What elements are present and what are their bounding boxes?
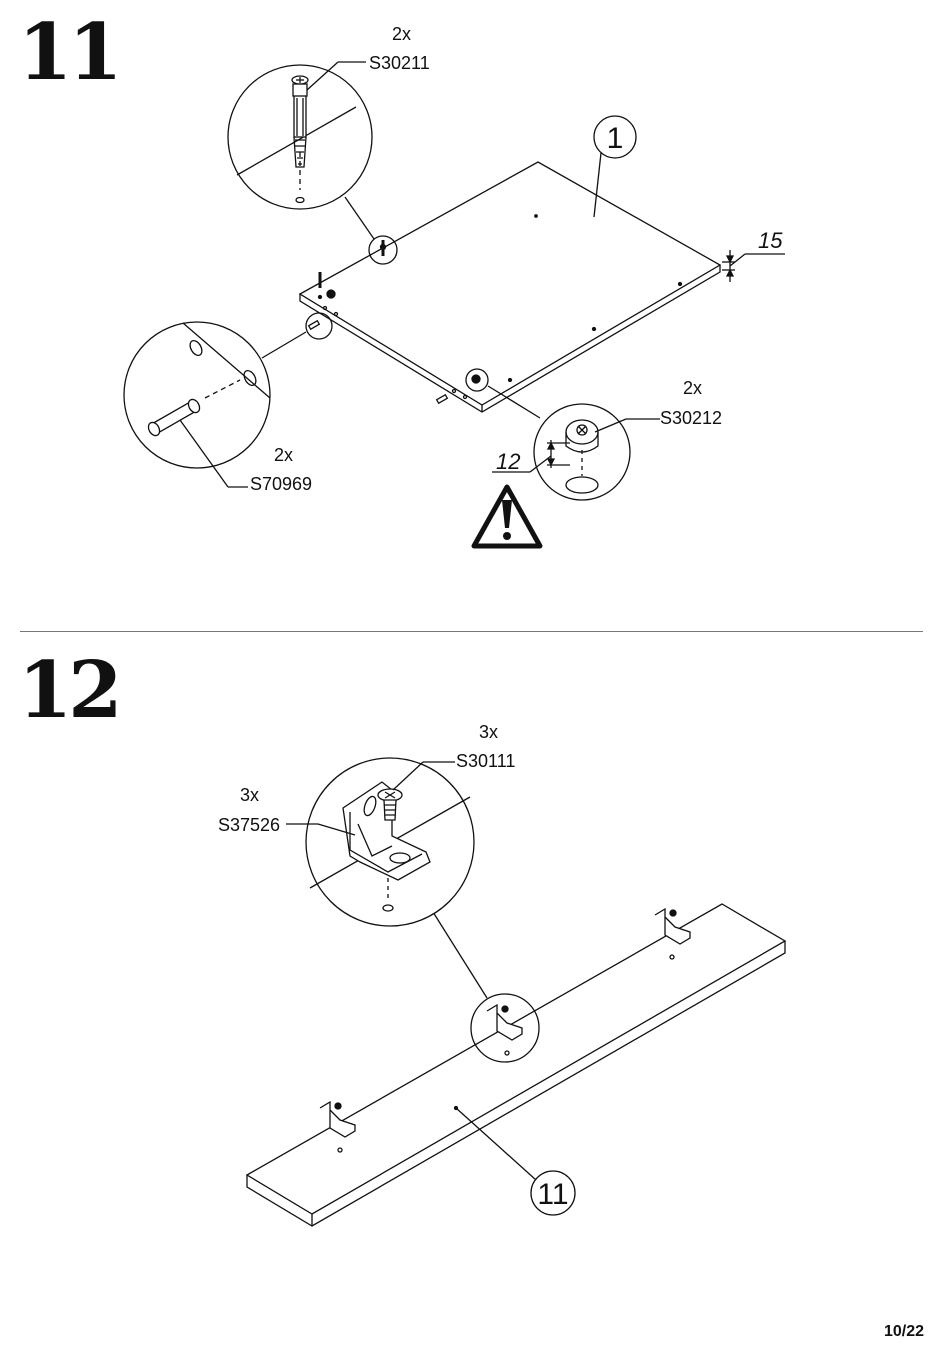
part-ref-11-circle (530, 1170, 576, 1216)
step-number-12: 12 (18, 645, 123, 736)
qty-s30111: 3x (479, 722, 499, 742)
qty-s70969: 2x (274, 445, 294, 465)
detail-circle-s30212 (492, 403, 660, 501)
cam-on-panel (307, 240, 481, 405)
detail-circle-s37526-s30111 (286, 757, 475, 927)
part-ref-11: 11 (537, 1178, 568, 1211)
code-s30212: S30212 (660, 408, 723, 428)
step-number-11: 11 (18, 7, 123, 98)
qty-s37526: 3x (240, 785, 260, 805)
part-ref-1-circle (593, 115, 637, 159)
qty-s30211: 2x (392, 24, 412, 44)
warning-triangle-icon (471, 484, 543, 549)
board-11 (245, 903, 787, 1227)
detail-circle-s30211 (227, 61, 373, 210)
detail-circle-s70969 (123, 321, 271, 488)
code-s37526: S37526 (218, 815, 281, 835)
panel-1 (298, 161, 722, 413)
brackets-on-board (319, 907, 691, 1138)
page-number: 10/22 (883, 1323, 924, 1340)
code-s30111: S30111 (456, 751, 516, 771)
code-s30211: S30211 (369, 53, 430, 73)
dimension-thickness: 15 (758, 228, 783, 253)
code-s70969: S70969 (250, 474, 313, 494)
qty-s30212: 2x (683, 378, 703, 398)
part-ref-1: 1 (607, 122, 624, 155)
section-divider (20, 631, 923, 632)
dimension-depth: 12 (496, 449, 521, 474)
